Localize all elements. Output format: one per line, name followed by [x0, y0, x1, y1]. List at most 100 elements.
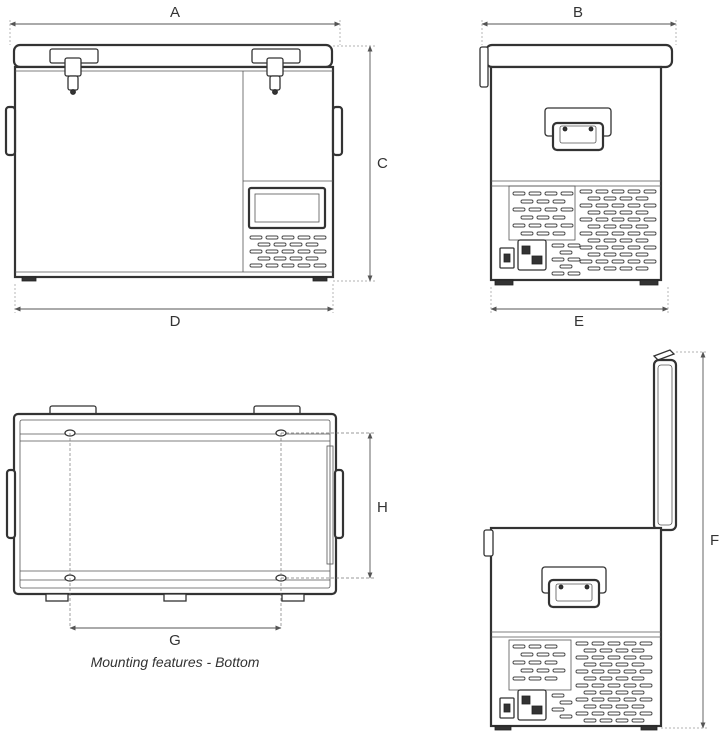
front-display-panel: [247, 186, 327, 230]
front-handle-right: [331, 105, 344, 157]
vent-slot: [619, 210, 633, 215]
vent-slot: [591, 655, 605, 660]
vent-slot: [583, 662, 597, 667]
vent-slot: [528, 207, 542, 212]
vent-slot: [595, 189, 609, 194]
vent-slot: [619, 266, 633, 271]
vent-slot: [297, 235, 311, 240]
vent-slot: [544, 207, 558, 212]
vent-slot: [643, 203, 657, 208]
vent-slot: [551, 693, 565, 698]
vent-slot: [536, 652, 550, 657]
vent-slot: [615, 718, 629, 723]
vent-slot: [587, 238, 601, 243]
vent-slot: [603, 266, 617, 271]
vent-slot: [575, 655, 589, 660]
vent-slot: [623, 669, 637, 674]
vent-slot: [615, 662, 629, 667]
vent-slot: [289, 256, 303, 261]
vent-slot: [528, 191, 542, 196]
vent-slot: [559, 714, 573, 719]
vent-slot: [639, 641, 653, 646]
vent-slot: [257, 256, 271, 261]
vent-slot: [536, 199, 550, 204]
vent-slot: [528, 660, 542, 665]
vent-slot: [591, 641, 605, 646]
open-power-connectors: [499, 689, 547, 721]
vent-slot: [607, 697, 621, 702]
vent-slot: [528, 644, 542, 649]
vent-slot: [552, 668, 566, 673]
vent-slot: [599, 648, 613, 653]
vent-slot: [603, 210, 617, 215]
vent-slot: [583, 676, 597, 681]
vent-slot: [595, 259, 609, 264]
vent-slot: [611, 259, 625, 264]
vent-slot: [591, 711, 605, 716]
vent-slot: [635, 238, 649, 243]
vent-slot: [544, 191, 558, 196]
vent-slot: [635, 224, 649, 229]
vent-slot: [579, 217, 593, 222]
vent-slot: [627, 259, 641, 264]
vent-slot: [611, 245, 625, 250]
side-view: B E: [479, 4, 677, 330]
vent-slot: [643, 217, 657, 222]
vent-slot: [587, 266, 601, 271]
vent-slot: [595, 203, 609, 208]
open-body: [489, 526, 663, 728]
vent-slot: [544, 223, 558, 228]
vent-slot: [627, 203, 641, 208]
vent-slot: [623, 697, 637, 702]
dimension-f-label: F: [710, 532, 719, 549]
vent-slot: [281, 249, 295, 254]
vent-slot: [536, 215, 550, 220]
vent-slot: [512, 191, 526, 196]
vent-slot: [544, 660, 558, 665]
vent-slot: [579, 259, 593, 264]
vent-slot: [512, 207, 526, 212]
vent-slot: [591, 697, 605, 702]
vent-slot: [603, 252, 617, 257]
vent-slot: [599, 718, 613, 723]
vent-slot: [627, 189, 641, 194]
vent-slot: [575, 683, 589, 688]
vent-slot: [512, 660, 526, 665]
dimension-d-label: D: [170, 313, 181, 330]
side-power-connectors: [499, 239, 547, 271]
dimension-h-label: H: [377, 499, 388, 516]
vent-slot: [619, 224, 633, 229]
vent-slot: [536, 231, 550, 236]
vent-slot: [559, 250, 573, 255]
vent-slot: [595, 245, 609, 250]
bottom-view-caption: Mounting features - Bottom: [91, 654, 260, 670]
bottom-view: H G Mounting features - Bottom: [5, 405, 388, 670]
vent-slot: [639, 697, 653, 702]
vent-slot: [512, 644, 526, 649]
vent-slot: [599, 676, 613, 681]
vent-slot: [587, 196, 601, 201]
vent-slot: [607, 655, 621, 660]
vent-slot: [607, 683, 621, 688]
vent-slot: [583, 690, 597, 695]
vent-slot: [512, 676, 526, 681]
vent-slot: [611, 217, 625, 222]
vent-slot: [631, 648, 645, 653]
vent-slot: [313, 235, 327, 240]
vent-slot: [257, 242, 271, 247]
vent-slot: [536, 668, 550, 673]
vent-slot: [643, 231, 657, 236]
vent-slot: [631, 718, 645, 723]
vent-slot: [551, 257, 565, 262]
vent-slot: [520, 215, 534, 220]
vent-slot: [607, 711, 621, 716]
vent-slot: [615, 704, 629, 709]
vent-slot: [579, 231, 593, 236]
vent-slot: [575, 697, 589, 702]
vent-slot: [305, 242, 319, 247]
front-handle-left: [4, 105, 17, 157]
vent-slot: [603, 196, 617, 201]
vent-slot: [560, 223, 574, 228]
vent-slot: [631, 676, 645, 681]
